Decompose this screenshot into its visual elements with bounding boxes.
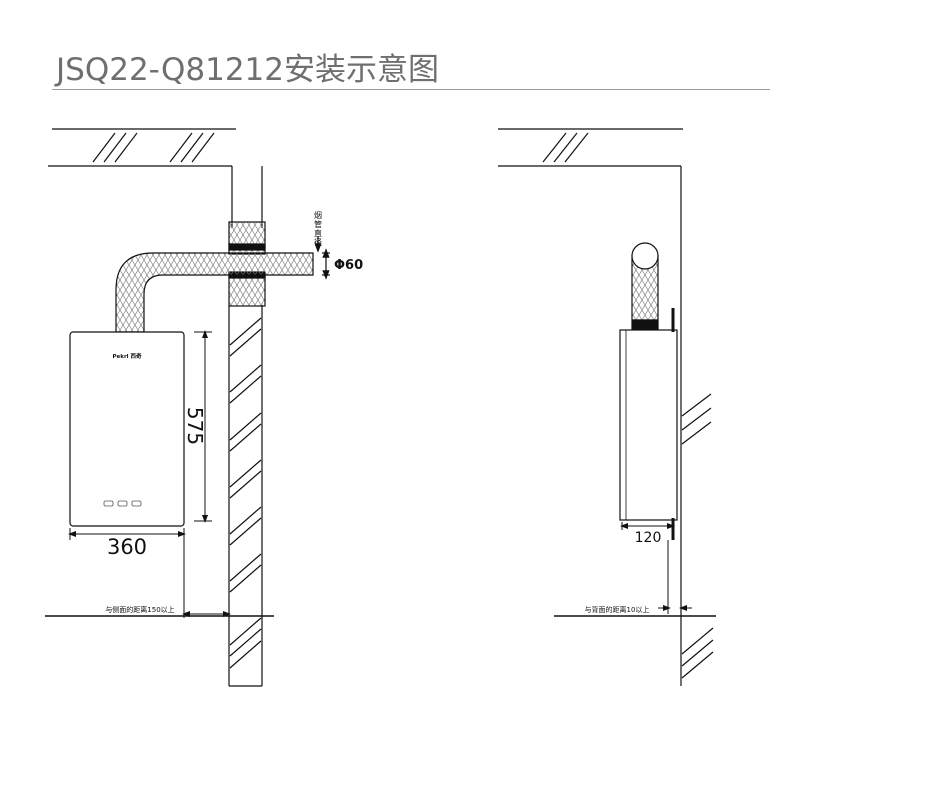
width-value: 360 (107, 535, 147, 559)
flue-label-3: 直 (314, 228, 322, 238)
title-divider (52, 89, 770, 90)
height-dimension (194, 330, 212, 523)
height-value: 575 (183, 407, 207, 445)
side-clearance-dimension (45, 611, 274, 617)
chimney-wall (228, 166, 266, 687)
front-view: 烟 管 直 径 Φ60 Pekrl 西奇 575 360 (45, 128, 363, 687)
page-title: JSQ22-Q81212安装示意图 (56, 52, 440, 88)
flue-label-4: 径 (314, 237, 322, 247)
brand-logo: Pekrl 西奇 (113, 352, 142, 360)
control-button-1 (103, 500, 114, 507)
side-ceiling (498, 128, 683, 167)
control-button-2 (117, 500, 128, 507)
depth-dimension (620, 522, 675, 530)
back-clearance-dimension (554, 540, 716, 617)
side-flue-pipe (631, 242, 659, 331)
water-heater-side (619, 308, 678, 540)
width-dimension (68, 528, 186, 618)
flue-label-2: 管 (314, 219, 322, 229)
side-wall (680, 166, 714, 686)
flue-label-1: 烟 (314, 211, 322, 220)
flue-pipe (115, 236, 330, 333)
depth-value: 120 (635, 530, 662, 546)
flue-label: 烟 管 直 径 (314, 211, 322, 247)
control-button-3 (131, 500, 142, 507)
side-clearance-label: 与侧面的距离150以上 (105, 605, 174, 614)
back-clearance-label: 与背面的距离10以上 (585, 605, 650, 614)
front-ceiling (48, 128, 236, 167)
water-heater-front: Pekrl 西奇 (69, 331, 185, 527)
side-view: 120 与背面的距离10以上 (498, 128, 716, 686)
flue-diameter: Φ60 (334, 258, 363, 273)
